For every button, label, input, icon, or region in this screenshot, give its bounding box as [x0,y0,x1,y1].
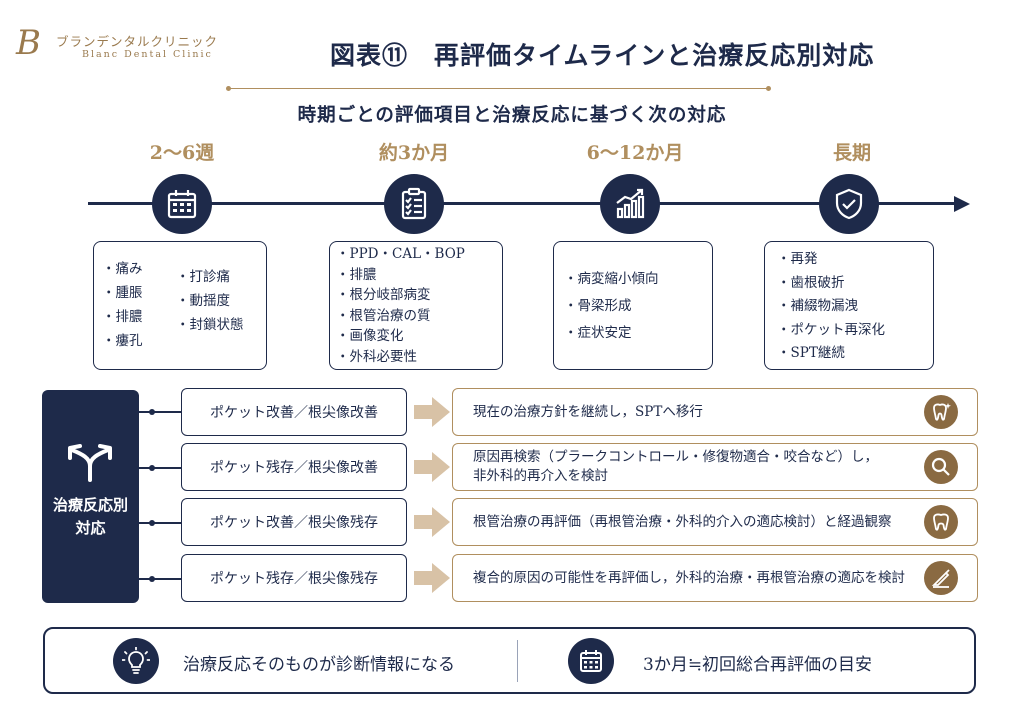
calendar-icon [568,638,614,684]
summary-text-right: 3か月≒初回総合再評価の目安 [643,655,873,675]
clinic-logo-mark: B [15,23,41,62]
condition-box: ポケット改善／根尖像改善 [181,388,407,436]
summary-text-left: 治療反応そのものが診断情報になる [183,655,455,675]
check-item: 痛み [102,257,143,281]
check-item: 排膿 [102,305,143,329]
action-box: 現在の治療方針を継続し，SPTへ移行 [452,388,978,436]
action-box: 複合的原因の可能性を再評価し，外科的治療・再根管治療の適応を検討 [452,554,978,602]
clinic-name-jp: ブランデンタルクリニック [56,34,219,49]
period-label: 2〜6週 [149,142,215,164]
clipboard-icon [384,174,444,234]
split-arrow-icon [68,444,112,482]
timeline-box-long-term: 再発 歯根破折 補綴物漏洩 ポケット再深化 SPT継続 [764,241,934,370]
right-arrow-icon [414,452,450,482]
timeline-box-3-months: PPD・CAL・BOP 排膿 根分岐部病変 根管治療の質 画像変化 外科必要性 [329,241,503,370]
row-connector-dot [149,409,155,415]
title-divider-dot [766,86,771,91]
right-arrow-icon [414,507,450,537]
check-item: 再発 [777,248,885,272]
timeline-box-6-12-months: 病変縮小傾向 骨梁形成 症状安定 [553,241,713,370]
svg-text:B: B [15,23,41,62]
check-item: 根管治療の質 [336,306,465,327]
bar-chart-icon [600,174,660,234]
action-text: 複合的原因の可能性を再評価し，外科的治療・再根管治療の適応を検討 [473,569,905,586]
row-connector [139,522,181,524]
summary-divider [517,640,518,682]
response-label-line2: 対応 [75,519,106,537]
check-item: 病変縮小傾向 [564,266,659,293]
action-box: 根管治療の再評価（再根管治療・外科的介入の適応検討）と経過観察 [452,498,978,546]
action-text: 根管治療の再評価（再根管治療・外科的介入の適応検討）と経過観察 [473,513,892,530]
check-item: 骨梁形成 [564,293,659,320]
response-label-line1: 治療反応別 [52,496,128,514]
check-item: 画像変化 [336,326,465,347]
condition-box: ポケット改善／根尖像残存 [181,498,407,546]
action-box: 原因再検索（プラークコントロール・修復物適合・咬合など）し， 非外科的再介入を検… [452,443,978,491]
timeline-arrowhead [954,196,970,212]
row-connector-dot [149,465,155,471]
right-arrow-icon [414,397,450,427]
check-list: 打診痛 動揺度 封鎖状態 [176,265,244,337]
title-divider [228,88,768,89]
condition-box: ポケット残存／根尖像改善 [181,443,407,491]
tooth-icon [924,505,958,539]
action-text: 現在の治療方針を継続し，SPTへ移行 [473,403,703,420]
response-label: 治療反応別 対応 [42,494,139,540]
row-connector-dot [149,520,155,526]
period-label: 6〜12か月 [586,142,684,164]
check-item: 瘻孔 [102,329,143,353]
timeline-line [88,202,956,205]
check-item: 外科必要性 [336,347,465,368]
check-item: 動揺度 [176,289,244,313]
timeline-box-2-6-weeks: 痛み 腫脹 排膿 瘻孔 打診痛 動揺度 封鎖状態 [93,241,267,370]
row-connector [139,578,181,580]
action-text: 非外科的再介入を検討 [473,468,608,484]
summary-bar [43,627,976,694]
check-item: 症状安定 [564,320,659,347]
scalpel-icon [924,561,958,595]
check-item: 根分岐部病変 [336,285,465,306]
clinic-name-en: Blanc Dental Clinic [82,49,213,60]
check-list: 再発 歯根破折 補綴物漏洩 ポケット再深化 SPT継続 [777,248,886,366]
period-label: 約3か月 [378,142,450,164]
action-text: 原因再検索（プラークコントロール・修復物適合・咬合など）し， [473,449,878,465]
condition-box: ポケット残存／根尖像残存 [181,554,407,602]
tooth-sparkle-icon [924,395,958,429]
response-label-panel [42,390,139,603]
lightbulb-icon [113,638,159,684]
check-item: 歯根破折 [777,272,885,296]
magnifier-icon [924,450,958,484]
shield-check-icon [819,174,879,234]
row-connector-dot [149,576,155,582]
check-item: ポケット再深化 [777,319,886,343]
check-item: 封鎖状態 [176,313,244,337]
title-divider-dot [226,86,231,91]
check-item: 排膿 [336,265,465,286]
check-list: 病変縮小傾向 骨梁形成 症状安定 [564,266,659,347]
page-subtitle: 時期ごとの評価項目と治療反応に基づく次の対応 [297,105,727,126]
check-item: PPD・CAL・BOP [336,244,465,265]
period-label: 長期 [832,142,871,164]
check-item: 打診痛 [176,265,244,289]
calendar-icon [152,174,212,234]
check-item: SPT継続 [777,342,885,366]
row-connector [139,411,181,413]
check-list: PPD・CAL・BOP 排膿 根分岐部病変 根管治療の質 画像変化 外科必要性 [336,244,465,367]
right-arrow-icon [414,563,450,593]
page-title: 図表⑪ 再評価タイムラインと治療反応別対応 [330,41,875,70]
check-item: 腫脹 [102,281,143,305]
row-connector [139,467,181,469]
check-item: 補綴物漏洩 [777,295,885,319]
check-list: 痛み 腫脹 排膿 瘻孔 [102,257,143,353]
